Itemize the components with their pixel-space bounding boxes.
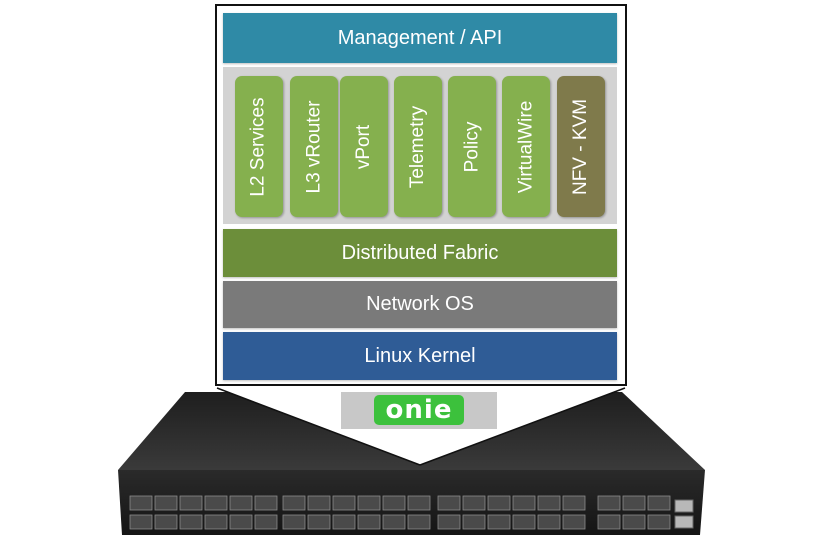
service-telemetry: Telemetry	[394, 76, 442, 217]
switch-port	[229, 514, 253, 530]
management-port	[674, 499, 694, 513]
switch-port	[154, 495, 178, 511]
service-virtualwire: VirtualWire	[502, 76, 550, 217]
switch-port	[154, 514, 178, 530]
switch-port	[204, 495, 228, 511]
management-port	[674, 515, 694, 529]
switch-port	[487, 514, 511, 530]
switch-port	[622, 495, 646, 511]
switch-port	[254, 495, 278, 511]
switch-port	[597, 514, 621, 530]
switch-port	[537, 495, 561, 511]
switch-port	[537, 514, 561, 530]
linux-kernel-label: Linux Kernel	[364, 344, 476, 367]
switch-port	[562, 514, 586, 530]
service-policy: Policy	[448, 76, 496, 217]
switch-port	[597, 495, 621, 511]
service-label: L3 vRouter	[303, 100, 325, 193]
switch-port	[254, 514, 278, 530]
distributed-fabric-layer: Distributed Fabric	[223, 229, 617, 277]
switch-port	[179, 495, 203, 511]
switch-port	[437, 514, 461, 530]
service-label: VirtualWire	[515, 100, 536, 193]
onie-logo: onie	[374, 395, 464, 425]
service-label: L2 Services	[248, 96, 269, 197]
network-os-label: Network OS	[366, 293, 474, 315]
switch-port	[407, 495, 431, 511]
switch-port	[307, 514, 331, 530]
switch-port	[437, 495, 461, 511]
service-l3-vrouter: L3 vRouter	[290, 76, 338, 217]
switch-port	[487, 495, 511, 511]
switch-port	[179, 514, 203, 530]
service-label: NFV - KVM	[570, 98, 591, 195]
switch-port	[512, 495, 536, 511]
switch-port	[229, 495, 253, 511]
switch-port	[204, 514, 228, 530]
switch-port	[282, 514, 306, 530]
switch-port	[357, 514, 381, 530]
switch-port	[647, 495, 671, 511]
switch-port	[462, 514, 486, 530]
switch-port	[382, 495, 406, 511]
onie-label: onie	[385, 395, 453, 425]
switch-port	[647, 514, 671, 530]
switch-port	[282, 495, 306, 511]
service-vport: vPort	[340, 76, 388, 217]
management-api-layer: Management / API	[223, 13, 617, 63]
service-label: Telemetry	[407, 105, 429, 188]
switch-port	[307, 495, 331, 511]
service-label: vPort	[352, 124, 374, 169]
network-os-layer: Network OS	[223, 281, 617, 328]
switch-port	[357, 495, 381, 511]
switch-port	[512, 514, 536, 530]
switch-port	[332, 495, 356, 511]
management-api-label: Management / API	[337, 26, 503, 49]
switch-port	[129, 495, 153, 511]
switch-port	[407, 514, 431, 530]
linux-kernel-layer: Linux Kernel	[223, 332, 617, 380]
service-l2-services: L2 Services	[235, 76, 283, 217]
switch-port	[622, 514, 646, 530]
switch-port	[129, 514, 153, 530]
switch-port	[332, 514, 356, 530]
switch-port-panel	[129, 495, 694, 530]
switch-port	[562, 495, 586, 511]
distributed-fabric-label: Distributed Fabric	[341, 241, 499, 264]
service-label: Policy	[461, 121, 482, 172]
service-nfv-kvm: NFV - KVM	[557, 76, 605, 217]
switch-port	[382, 514, 406, 530]
switch-port	[462, 495, 486, 511]
